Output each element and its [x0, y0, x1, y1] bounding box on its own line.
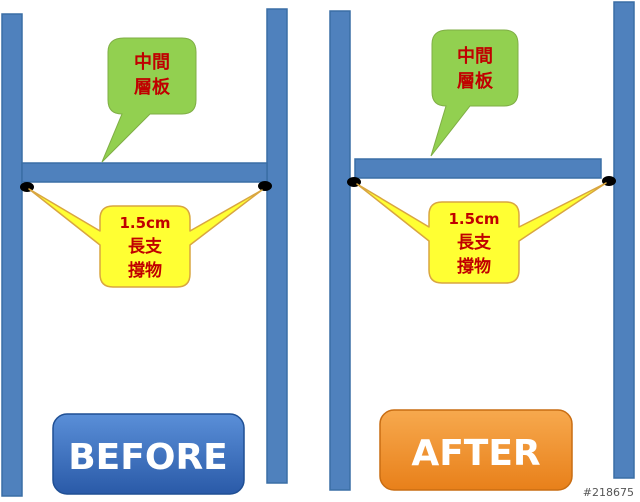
- after-left-post: [329, 10, 351, 491]
- before-shelf-callout-line-1: 中間: [134, 51, 170, 73]
- after-panel: 中間 層板 1.5cm 長支 撐物 AFTER: [329, 1, 635, 491]
- after-right-post: [613, 1, 635, 479]
- before-middle-shelf: [21, 162, 268, 183]
- after-support-callout-line-1: 1.5cm: [448, 210, 499, 228]
- after-button[interactable]: AFTER: [379, 409, 573, 491]
- after-middle-shelf: [354, 158, 602, 179]
- after-shelf-callout-line-2: 層板: [457, 70, 494, 92]
- before-support-callout-line-2: 長支: [128, 236, 163, 257]
- before-shelf-callout: 中間 層板: [101, 37, 197, 163]
- before-support-callout: 1.5cm 長支 撐物: [28, 188, 263, 288]
- before-button-label: BEFORE: [68, 437, 228, 478]
- after-shelf-callout: 中間 層板: [430, 29, 519, 157]
- after-support-callout: 1.5cm 長支 撐物: [356, 182, 607, 284]
- after-button-label: AFTER: [411, 433, 540, 474]
- before-shelf-callout-line-2: 層板: [134, 76, 171, 98]
- watermark: #218675: [582, 486, 634, 499]
- before-support-callout-line-3: 撐物: [128, 260, 162, 281]
- before-right-support-dot: [258, 181, 272, 191]
- before-left-post: [1, 13, 23, 497]
- before-panel: 中間 層板 1.5cm 長支 撐物 BEFORE: [1, 8, 288, 497]
- before-button[interactable]: BEFORE: [52, 413, 245, 495]
- after-support-callout-line-2: 長支: [457, 232, 492, 253]
- before-support-callout-line-1: 1.5cm: [119, 214, 170, 232]
- before-right-post: [266, 8, 288, 484]
- after-shelf-callout-line-1: 中間: [457, 45, 493, 67]
- after-support-callout-line-3: 撐物: [457, 256, 491, 277]
